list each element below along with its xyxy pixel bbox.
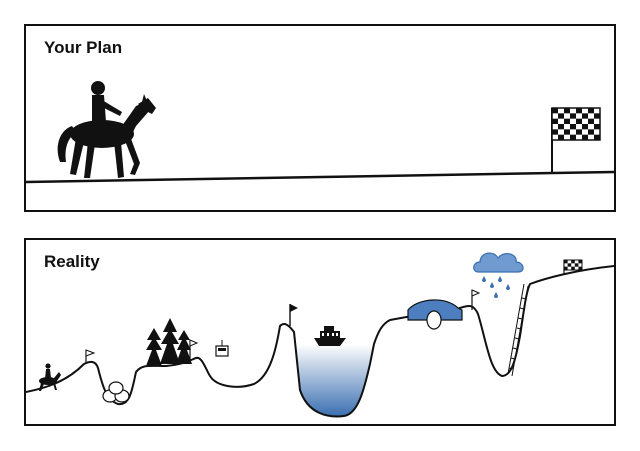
- reality-scene: [26, 252, 614, 418]
- flag-check-square: [564, 260, 568, 264]
- flag-check-square: [588, 118, 594, 124]
- flag-check-square: [588, 129, 594, 135]
- flag-check-square: [576, 129, 582, 135]
- flag-check-square: [558, 134, 564, 140]
- lake-water: [294, 344, 374, 417]
- pine-trees-icon: [146, 318, 192, 366]
- flag-check-square: [558, 124, 564, 130]
- boulders-icon: [102, 381, 130, 403]
- flag-check-square: [552, 108, 558, 114]
- rain-cloud-icon: [473, 252, 524, 298]
- winding-terrain-path: [26, 265, 614, 418]
- flag-check-square: [578, 260, 582, 264]
- straight-path: [26, 170, 614, 184]
- flag-check-square: [594, 113, 600, 119]
- flag-check-square: [558, 113, 564, 119]
- ferry-boat-icon: [314, 326, 346, 346]
- flag-check-square: [588, 108, 594, 114]
- pennant-flag-icon: [471, 289, 481, 310]
- flag-check-square: [571, 260, 575, 264]
- checkered-flag-icon: [551, 107, 601, 172]
- ladder-icon: [507, 283, 529, 377]
- flag-check-square: [570, 113, 576, 119]
- flag-check-square: [567, 263, 572, 267]
- flag-check-square: [576, 108, 582, 114]
- pennant-flag-icon: [189, 339, 199, 360]
- flag-check-square: [570, 124, 576, 130]
- horse-rider-icon: [57, 81, 156, 178]
- flag-check-square: [582, 134, 588, 140]
- flag-check-square: [552, 118, 558, 124]
- flag-check-square: [564, 129, 570, 135]
- flag-check-square: [576, 118, 582, 124]
- pennant-flag-icon: [289, 304, 298, 326]
- flag-check-square: [582, 113, 588, 119]
- flag-check-square: [582, 124, 588, 130]
- flag-check-square: [552, 129, 558, 135]
- flag-check-square: [574, 263, 579, 267]
- flag-check-square: [594, 134, 600, 140]
- pennant-flag-icon: [85, 349, 96, 364]
- finish-flag-icon: [563, 259, 583, 274]
- flag-check-square: [570, 134, 576, 140]
- plan-panel: Your Plan: [24, 24, 616, 212]
- plan-title: Your Plan: [44, 38, 123, 57]
- flag-check-square: [571, 266, 575, 270]
- reality-panel: Reality: [24, 238, 616, 426]
- cable-car-icon: [215, 340, 229, 357]
- flag-check-square: [594, 124, 600, 130]
- reality-title: Reality: [44, 252, 100, 271]
- arched-bridge-icon: [407, 299, 463, 330]
- small-rider-icon: [39, 363, 61, 391]
- plan-scene: [26, 81, 614, 184]
- flag-check-square: [564, 118, 570, 124]
- flag-check-square: [564, 108, 570, 114]
- flag-check-square: [564, 266, 568, 270]
- flag-check-square: [578, 266, 582, 270]
